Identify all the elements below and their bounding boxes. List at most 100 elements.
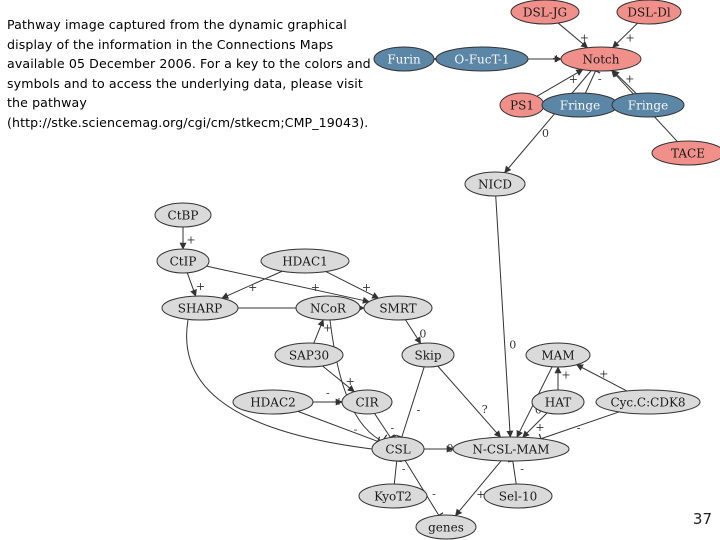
edge-ctip-sharp: [186, 272, 197, 297]
node-smrt[interactable]: SMRT: [363, 295, 433, 321]
page-number: 37: [692, 510, 712, 528]
edge-sign-label: -: [402, 463, 406, 476]
node-label: HDAC2: [250, 396, 296, 410]
edge-sign-label: +: [561, 369, 570, 382]
edge-sharp-csl: [186, 319, 373, 450]
node-fringe2[interactable]: Fringe: [611, 92, 685, 118]
node-shape: [358, 483, 428, 509]
node-skip[interactable]: Skip: [401, 342, 455, 368]
edge-sign-label: +: [569, 73, 578, 86]
edge-sign-label: +: [196, 280, 205, 293]
edge-ps1-notch: [536, 69, 584, 97]
node-fringe1[interactable]: Fringe: [541, 92, 619, 118]
node-label: genes: [428, 521, 464, 535]
edge-cyccdk8-mam: [576, 364, 628, 392]
node-hdac1[interactable]: HDAC1: [260, 248, 350, 274]
node-dsldl[interactable]: DSL-Dl: [616, 0, 682, 25]
edge-ncor-csl: [329, 319, 381, 441]
node-label: Notch: [583, 53, 620, 67]
node-hat[interactable]: HAT: [531, 389, 585, 415]
node-sap30[interactable]: SAP30: [274, 342, 344, 368]
node-ps1[interactable]: PS1: [499, 92, 545, 118]
edge-hdac2-csl: [297, 410, 379, 442]
node-cyccdk8[interactable]: Cyc.C:CDK8: [595, 389, 701, 415]
node-label: MAM: [541, 349, 574, 363]
node-mam[interactable]: MAM: [525, 342, 591, 368]
node-label: PS1: [510, 99, 534, 113]
edge-sign-label: +: [599, 368, 608, 381]
edge-sign-label: -: [432, 488, 436, 501]
node-dsljg[interactable]: DSL-JG: [510, 0, 580, 25]
node-sel10[interactable]: Sel-10: [483, 483, 553, 509]
edge-sign-label: -: [577, 422, 581, 435]
node-sharp[interactable]: SHARP: [161, 295, 239, 321]
node-shape: [464, 171, 526, 197]
edge-sign-label: +: [334, 395, 343, 408]
node-label: N-CSL-MAM: [472, 443, 549, 457]
node-ofuc[interactable]: O-FucT-1: [435, 46, 529, 72]
node-shape: [401, 342, 455, 368]
node-furin[interactable]: Furin: [373, 46, 435, 72]
edge-skip-csl: [401, 366, 425, 438]
node-tace[interactable]: TACE: [651, 140, 720, 166]
node-label: SAP30: [289, 349, 329, 363]
edge-dsljg-notch: [557, 22, 589, 49]
node-csl[interactable]: CSL: [371, 436, 425, 462]
node-label: O-FucT-1: [454, 53, 509, 67]
node-shape: [154, 202, 212, 228]
edge-csl-genes: [404, 460, 440, 516]
node-shape: [611, 92, 685, 118]
edge-fringe1-notch: [584, 70, 597, 94]
edge-cyccdk8-ncslmam: [540, 411, 620, 440]
node-ncslmam[interactable]: N-CSL-MAM: [452, 436, 570, 462]
node-label: CSL: [385, 443, 410, 457]
node-ncor[interactable]: NCoR: [295, 295, 361, 321]
edge-sign-label: +: [626, 31, 635, 44]
node-shape: [415, 514, 477, 540]
edge-cir-csl: [374, 413, 391, 438]
node-label: HDAC1: [282, 255, 328, 269]
node-shape: [274, 342, 344, 368]
edge-sign-label: +: [552, 52, 561, 65]
node-shape: [595, 389, 701, 415]
edge-sign-label: 0: [542, 127, 549, 140]
node-shape: [560, 46, 642, 72]
node-shape: [295, 295, 361, 321]
node-nicd[interactable]: NICD: [464, 171, 526, 197]
node-ctip[interactable]: CtIP: [156, 248, 210, 274]
node-cir[interactable]: CIR: [341, 389, 393, 415]
node-kyot2[interactable]: KyoT2: [358, 483, 428, 509]
node-shape: [363, 295, 433, 321]
edge-sign-label: -: [326, 386, 330, 399]
edge-kyot2-csl: [393, 460, 398, 485]
node-notch[interactable]: Notch: [560, 46, 642, 72]
edge-nicd-ncslmam: [495, 195, 514, 438]
node-shape: [651, 140, 720, 166]
edge-smrt-skip: [405, 319, 422, 345]
node-hdac2[interactable]: HDAC2: [232, 389, 314, 415]
edge-sign-label: 0: [509, 338, 516, 351]
node-label: DSL-JG: [523, 6, 567, 20]
node-label: CtBP: [168, 209, 199, 223]
edge-sign-label: -: [391, 421, 395, 434]
node-shape: [616, 0, 682, 25]
edge-ctip-smrt: [206, 265, 370, 304]
edge-sign-label: +: [323, 322, 332, 335]
node-shape: [525, 342, 591, 368]
node-shape: [232, 389, 314, 415]
node-ctbp[interactable]: CtBP: [154, 202, 212, 228]
node-shape: [452, 436, 570, 462]
node-label: Fringe: [628, 99, 668, 113]
edge-sign-label: +: [625, 72, 634, 85]
edge-sign-label: +: [248, 281, 257, 294]
edge-sign-label: -: [416, 403, 420, 416]
node-genes[interactable]: genes: [415, 514, 477, 540]
edge-sign-label: ?: [482, 403, 488, 416]
node-label: DSL-Dl: [627, 6, 670, 20]
edge-sel10-ncslmam: [512, 460, 517, 485]
node-label: CtIP: [170, 255, 197, 269]
node-shape: [483, 483, 553, 509]
node-shape: [260, 248, 350, 274]
node-shape: [435, 46, 529, 72]
